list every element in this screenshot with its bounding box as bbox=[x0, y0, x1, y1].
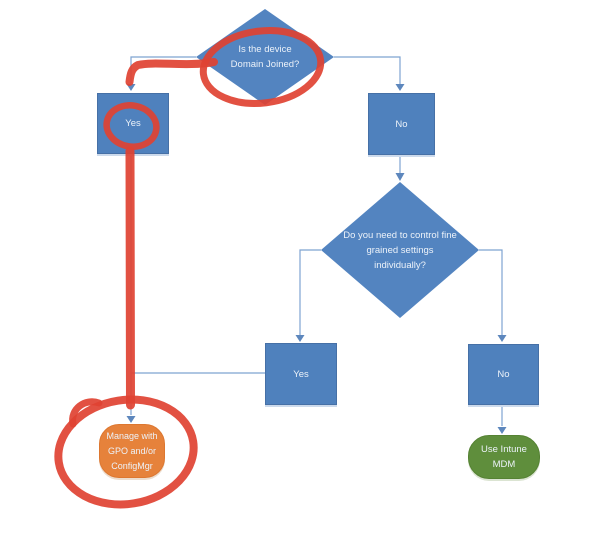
edge-decision1-no1 bbox=[334, 56, 401, 84]
edge-decision2-no2 bbox=[479, 249, 503, 335]
node-yes-fine-grained: Yes bbox=[265, 343, 337, 405]
node-yes-domain-joined: Yes bbox=[97, 93, 169, 154]
node-no-domain-joined: No bbox=[368, 93, 435, 155]
edge-decision1-yes1 bbox=[130, 56, 196, 84]
arrowhead-no1 bbox=[395, 84, 405, 91]
arrowhead-manage bbox=[126, 416, 136, 423]
node-use-intune-mdm: Use Intune MDM bbox=[468, 435, 540, 479]
node-manage-gpo-configmgr: Manage with GPO and/or ConfigMgr bbox=[99, 424, 165, 478]
arrowhead-no2 bbox=[497, 335, 507, 342]
arrowhead-intune bbox=[497, 427, 507, 434]
arrowhead-yes2 bbox=[295, 335, 305, 342]
arrowhead-decision2 bbox=[395, 173, 405, 181]
node-no-fine-grained: No bbox=[468, 344, 539, 405]
arrowhead-yes1 bbox=[126, 84, 136, 91]
edge-decision2-yes2 bbox=[299, 249, 321, 335]
